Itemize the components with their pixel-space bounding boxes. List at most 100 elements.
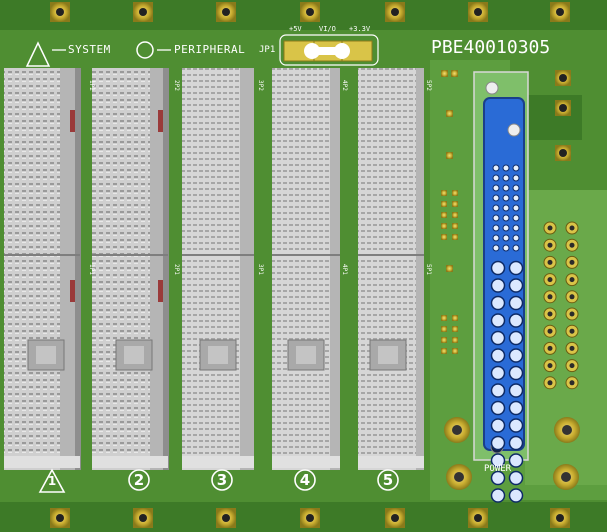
side-pad-hole xyxy=(569,294,575,300)
signal-pin xyxy=(492,234,500,242)
side-pad-hole xyxy=(547,328,553,334)
side-pad-hole xyxy=(547,363,553,369)
slot-4-p1-code: 4P1 xyxy=(341,264,348,275)
side-pad-hole xyxy=(569,259,575,265)
slot-3-p2-code: 3P2 xyxy=(257,80,264,91)
power-pin xyxy=(490,418,506,433)
power-label: POWER xyxy=(484,464,512,474)
signal-pin xyxy=(502,224,510,232)
slot-4-connector xyxy=(272,68,340,470)
legend-system-label: SYSTEM xyxy=(68,43,111,56)
power-pin xyxy=(508,313,524,328)
slot-2-number: 2 xyxy=(133,471,145,489)
power-pin xyxy=(508,383,524,398)
slot-1-p2-code: 1P2 xyxy=(88,80,95,91)
slot-1-connector xyxy=(4,68,81,470)
power-pin xyxy=(508,348,524,363)
signal-pin xyxy=(492,174,500,182)
slot-4-number: 4 xyxy=(299,471,311,489)
power-pin xyxy=(508,365,524,381)
signal-pin xyxy=(502,174,510,182)
signal-pin xyxy=(492,204,500,212)
bottom-mounting-holes xyxy=(50,508,570,528)
side-pad-hole xyxy=(547,345,553,351)
jumper-5v-label: +5V xyxy=(289,25,302,33)
power-pin xyxy=(490,470,506,486)
signal-pin xyxy=(502,184,510,192)
slot-2-connector xyxy=(92,68,169,470)
power-side-pads xyxy=(543,221,579,390)
power-pin xyxy=(490,313,506,328)
peripheral-circle-icon xyxy=(136,41,154,59)
power-connector-pins xyxy=(490,164,524,503)
side-pad-hole xyxy=(547,259,553,265)
side-pad-hole xyxy=(569,242,575,248)
side-pad-hole xyxy=(547,277,553,283)
side-pad-hole xyxy=(547,311,553,317)
signal-pin xyxy=(512,204,520,212)
jumper-33v-label: +3.3V xyxy=(349,25,371,33)
signal-pin xyxy=(492,224,500,232)
legend-peripheral-label: PERIPHERAL xyxy=(174,43,246,56)
power-pin xyxy=(490,365,506,381)
power-pin xyxy=(490,295,506,311)
side-pad-hole xyxy=(569,363,575,369)
side-pad-hole xyxy=(569,277,575,283)
large-mounting-holes xyxy=(444,70,580,490)
power-pin xyxy=(508,400,524,416)
power-pin xyxy=(508,260,524,276)
jumper-label: JP1 xyxy=(259,45,276,55)
side-pad-hole xyxy=(569,311,575,317)
power-pin xyxy=(508,470,524,486)
slot-4-p2-code: 4P2 xyxy=(341,80,348,91)
slot-3-connector xyxy=(182,68,254,470)
power-pin xyxy=(490,488,506,503)
signal-pin xyxy=(492,214,500,222)
slot-1-p1-code: 1P1 xyxy=(88,264,95,275)
power-pin xyxy=(508,435,524,451)
side-pad-hole xyxy=(569,380,575,386)
slot-5-connector xyxy=(358,68,424,470)
slot-1-system-marker xyxy=(38,468,66,493)
signal-pin xyxy=(492,164,500,172)
system-triangle-icon xyxy=(25,41,51,67)
test-pads xyxy=(441,70,458,354)
signal-pin xyxy=(512,214,520,222)
slot-2-p1-code: 2P1 xyxy=(173,264,180,275)
side-pad-hole xyxy=(547,225,553,231)
signal-pin xyxy=(502,244,510,252)
slot-4-marker xyxy=(294,469,316,491)
slot-3-p1-code: 3P1 xyxy=(257,264,264,275)
signal-pin xyxy=(512,224,520,232)
power-pin xyxy=(508,453,524,468)
power-pin xyxy=(490,400,506,416)
signal-pin xyxy=(502,204,510,212)
power-pin xyxy=(490,330,506,346)
power-pin xyxy=(490,383,506,398)
signal-pin xyxy=(512,184,520,192)
side-pad-hole xyxy=(569,345,575,351)
side-pad-hole xyxy=(547,242,553,248)
slot-2-p2-code: 2P2 xyxy=(173,80,180,91)
power-pin xyxy=(508,488,524,503)
power-pin xyxy=(490,260,506,276)
slot-3-marker xyxy=(211,469,233,491)
side-pad-hole xyxy=(547,380,553,386)
side-pad-hole xyxy=(569,328,575,334)
signal-pin xyxy=(492,244,500,252)
signal-pin xyxy=(512,174,520,182)
signal-pin xyxy=(492,194,500,202)
signal-pin xyxy=(512,194,520,202)
signal-pin xyxy=(512,234,520,242)
power-pin xyxy=(508,418,524,433)
power-pin xyxy=(490,435,506,451)
part-number-label: PBE40010305 xyxy=(431,37,551,58)
signal-pin xyxy=(502,234,510,242)
signal-pin xyxy=(492,184,500,192)
slot-5-marker xyxy=(377,469,399,491)
power-pin xyxy=(490,453,506,468)
slot-5-number: 5 xyxy=(382,471,394,489)
slot-2-marker xyxy=(128,469,150,491)
power-pin xyxy=(490,348,506,363)
